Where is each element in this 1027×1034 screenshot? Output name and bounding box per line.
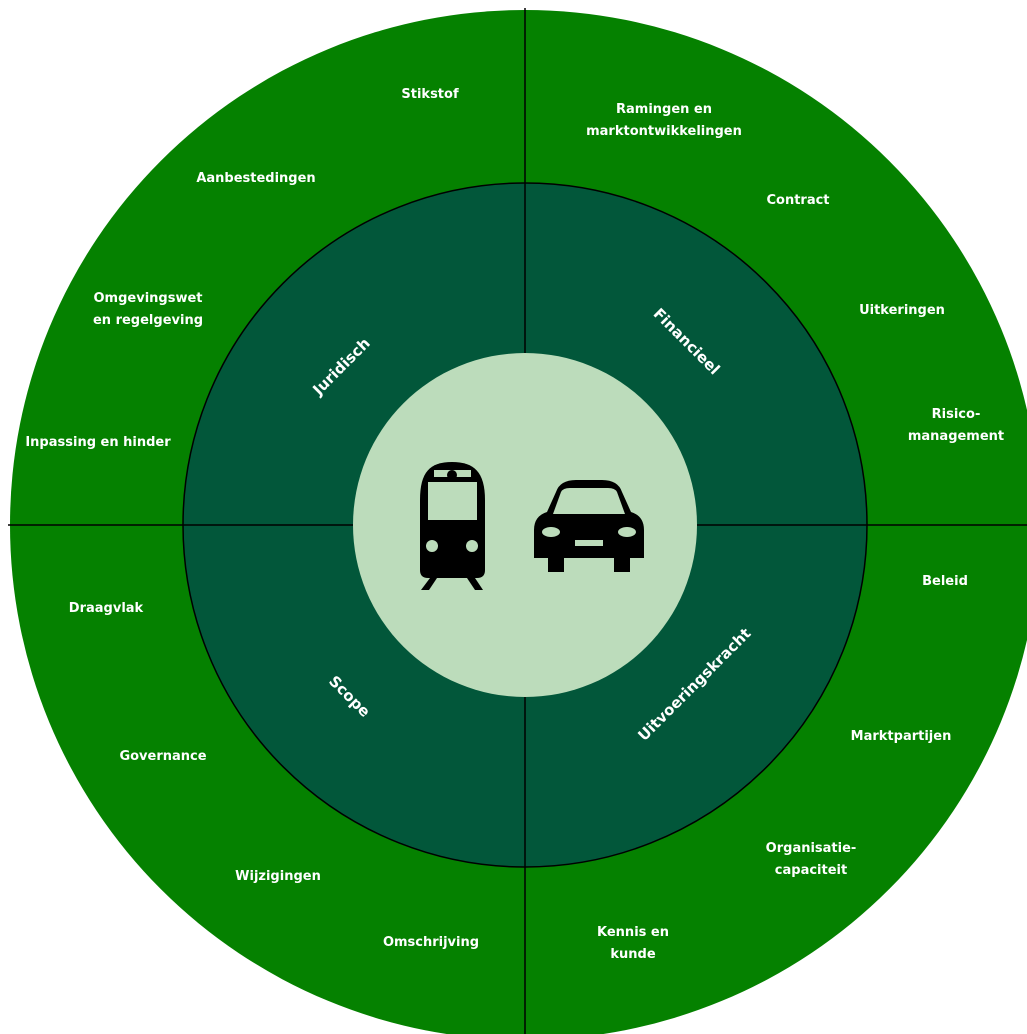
label-organisatiecapaciteit: Organisatie-capaciteit xyxy=(766,841,857,878)
label-aanbestedingen: Aanbestedingen xyxy=(196,171,315,186)
label-contract: Contract xyxy=(766,193,829,208)
label-wijzigingen: Wijzigingen xyxy=(235,869,321,884)
label-draagvlak: Draagvlak xyxy=(69,601,144,616)
label-beleid: Beleid xyxy=(922,574,968,589)
train-icon xyxy=(420,462,485,590)
label-omschrijving: Omschrijving xyxy=(383,935,479,950)
label-stikstof: Stikstof xyxy=(401,87,459,102)
label-inpassing: Inpassing en hinder xyxy=(25,435,171,450)
center-circle xyxy=(353,353,697,697)
car-icon xyxy=(534,480,644,572)
label-marktpartijen: Marktpartijen xyxy=(851,729,952,744)
label-risicomanagement: Risico-management xyxy=(908,407,1004,444)
label-uitkeringen: Uitkeringen xyxy=(859,303,945,318)
label-governance: Governance xyxy=(119,749,206,764)
